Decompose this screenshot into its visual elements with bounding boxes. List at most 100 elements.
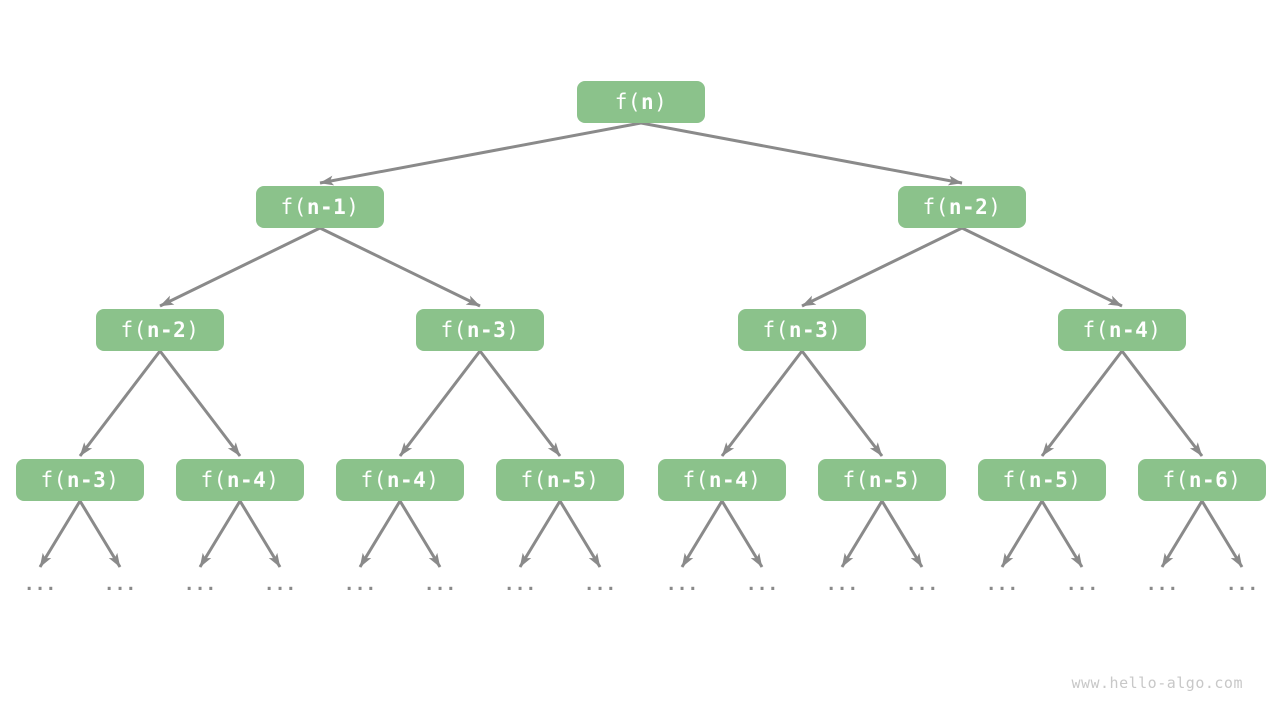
tree-node-f-n: f(n): [577, 81, 705, 123]
tree-edge: [78, 500, 122, 568]
tree-node-f-n-3: f(n-3): [16, 459, 144, 501]
node-label-arg: n-5: [546, 468, 587, 492]
node-label-arg: n-3: [466, 318, 507, 342]
ellipsis-leaf: ...: [666, 574, 699, 595]
node-label-arg: n-5: [1028, 468, 1069, 492]
ellipsis-leaf: ...: [264, 574, 297, 595]
node-label-open: f(: [40, 468, 67, 492]
ellipsis-leaf: ...: [826, 574, 859, 595]
node-label-arg: n-4: [226, 468, 267, 492]
node-label-arg: n-6: [1188, 468, 1229, 492]
tree-edge: [1000, 500, 1044, 568]
tree-edge: [840, 500, 884, 568]
tree-edge: [398, 350, 482, 457]
ellipsis-leaf: ...: [1226, 574, 1259, 595]
node-label-close: ): [988, 195, 1002, 219]
node-label-close: ): [426, 468, 440, 492]
node-label-close: ): [654, 90, 668, 114]
tree-edge: [1040, 350, 1124, 457]
node-label-open: f(: [440, 318, 467, 342]
tree-node-f-n-2: f(n-2): [898, 186, 1026, 228]
node-label-arg: n-1: [306, 195, 347, 219]
tree-edge: [158, 350, 242, 457]
tree-node-f-n-5: f(n-5): [818, 459, 946, 501]
ellipsis-leaf: ...: [584, 574, 617, 595]
tree-node-f-n-3: f(n-3): [416, 309, 544, 351]
node-label-arg: n-3: [788, 318, 829, 342]
tree-edge: [801, 226, 963, 308]
node-label-arg: n-2: [146, 318, 187, 342]
tree-node-f-n-3: f(n-3): [738, 309, 866, 351]
node-label-open: f(: [682, 468, 709, 492]
ellipsis-leaf: ...: [746, 574, 779, 595]
node-label-arg: n-4: [708, 468, 749, 492]
tree-edge: [680, 500, 724, 568]
tree-node-f-n-6: f(n-6): [1138, 459, 1266, 501]
node-label-close: ): [506, 318, 520, 342]
ellipsis-leaf: ...: [906, 574, 939, 595]
tree-edge: [1040, 500, 1084, 568]
tree-edge: [478, 350, 562, 457]
tree-edge: [238, 500, 282, 568]
tree-node-f-n-1: f(n-1): [256, 186, 384, 228]
tree-node-f-n-4: f(n-4): [336, 459, 464, 501]
node-label-arg: n-3: [66, 468, 107, 492]
tree-edge: [319, 121, 642, 186]
tree-edge: [319, 226, 481, 308]
ellipsis-leaf: ...: [504, 574, 537, 595]
node-label-open: f(: [922, 195, 949, 219]
node-label-open: f(: [762, 318, 789, 342]
ellipsis-leaf: ...: [424, 574, 457, 595]
node-label-close: ): [908, 468, 922, 492]
node-label-open: f(: [614, 90, 641, 114]
tree-node-f-n-4: f(n-4): [1058, 309, 1186, 351]
node-label-arg: n-5: [868, 468, 909, 492]
node-label-arg: n-4: [386, 468, 427, 492]
tree-edge: [720, 500, 764, 568]
tree-edge: [640, 121, 963, 186]
tree-edge: [358, 500, 402, 568]
node-label-arg: n-2: [948, 195, 989, 219]
node-label-close: ): [1228, 468, 1242, 492]
node-label-open: f(: [520, 468, 547, 492]
node-label-arg: n-4: [1108, 318, 1149, 342]
ellipsis-leaf: ...: [1066, 574, 1099, 595]
tree-node-f-n-4: f(n-4): [658, 459, 786, 501]
tree-edge: [800, 350, 884, 457]
node-label-open: f(: [200, 468, 227, 492]
node-label-close: ): [346, 195, 360, 219]
tree-edge: [159, 226, 321, 308]
ellipsis-leaf: ...: [184, 574, 217, 595]
tree-edge: [398, 500, 442, 568]
watermark: www.hello-algo.com: [1071, 674, 1243, 692]
node-label-close: ): [106, 468, 120, 492]
ellipsis-leaf: ...: [1146, 574, 1179, 595]
tree-edge: [1160, 500, 1204, 568]
tree-edge: [518, 500, 562, 568]
ellipsis-leaf: ...: [344, 574, 377, 595]
tree-edge: [78, 350, 162, 457]
node-label-close: ): [586, 468, 600, 492]
node-label-close: ): [186, 318, 200, 342]
tree-edge: [720, 350, 804, 457]
tree-edge: [38, 500, 82, 568]
ellipsis-leaf: ...: [104, 574, 137, 595]
node-label-open: f(: [1162, 468, 1189, 492]
node-label-open: f(: [120, 318, 147, 342]
tree-edge: [880, 500, 924, 568]
ellipsis-leaf: ...: [24, 574, 57, 595]
tree-edge: [961, 226, 1123, 308]
node-label-open: f(: [280, 195, 307, 219]
node-label-close: ): [1068, 468, 1082, 492]
tree-node-f-n-5: f(n-5): [496, 459, 624, 501]
node-label-open: f(: [360, 468, 387, 492]
node-label-close: ): [266, 468, 280, 492]
node-label-close: ): [828, 318, 842, 342]
node-label-open: f(: [842, 468, 869, 492]
tree-edge: [558, 500, 602, 568]
ellipsis-leaf: ...: [986, 574, 1019, 595]
tree-node-f-n-5: f(n-5): [978, 459, 1106, 501]
